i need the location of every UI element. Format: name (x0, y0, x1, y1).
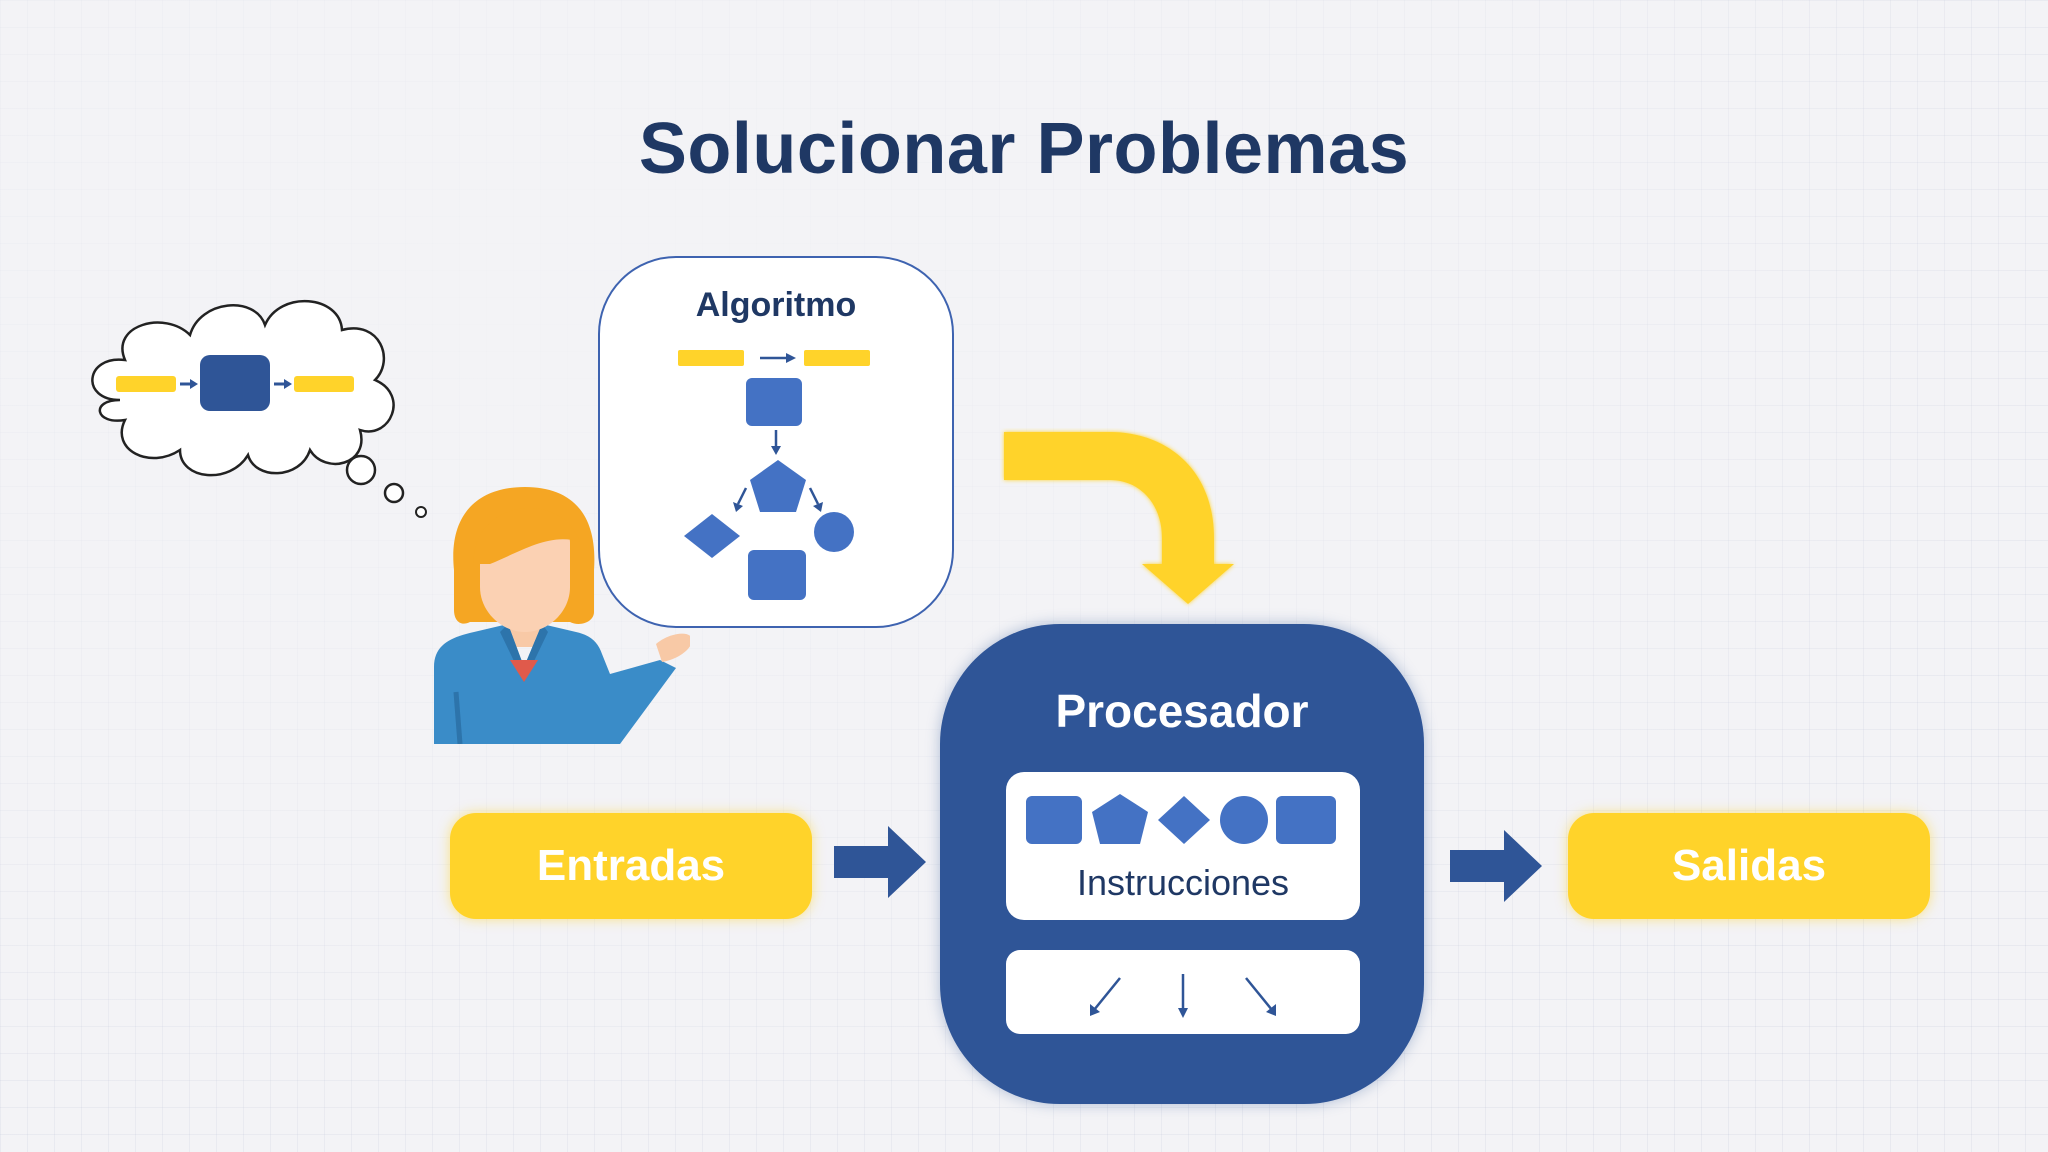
algorithm-flowchart (678, 350, 870, 600)
instructions-card: Instrucciones (1006, 772, 1360, 920)
curved-arrow-down-icon (1004, 432, 1234, 604)
instr-pentagon (1092, 794, 1148, 844)
algorithm-box: Algoritmo (598, 256, 954, 628)
execution-arrows-card (1006, 950, 1360, 1034)
instructions-label: Instrucciones (1076, 862, 1290, 903)
instruction-shapes (1026, 794, 1336, 844)
instr-circle (1220, 796, 1268, 844)
block-arrow-right-icon (1450, 830, 1542, 902)
inputs-pill: Entradas (450, 813, 812, 919)
page-title: Solucionar Problemas (638, 109, 1410, 189)
person-presenting-icon (434, 487, 690, 744)
algorithm-label: Algoritmo (695, 286, 857, 324)
cloud-flow-input-bar (116, 376, 176, 392)
flow-input-bar (678, 350, 744, 366)
flow-pentagon (750, 460, 806, 512)
arrow-down-right-icon (1245, 977, 1273, 1011)
instr-diamond (1158, 796, 1210, 844)
cloud-flow-process-box (200, 355, 270, 411)
flow-square-bottom (748, 550, 806, 600)
processor-box: Procesador Instrucciones (940, 624, 1424, 1104)
outputs-pill: Salidas (1568, 813, 1930, 919)
flow-square-top (746, 378, 802, 426)
instr-square-1 (1026, 796, 1082, 844)
flow-output-bar (804, 350, 870, 366)
flow-circle (814, 512, 854, 552)
block-arrow-right-icon (834, 826, 926, 898)
execution-arrows (1090, 974, 1276, 1018)
instr-square-2 (1276, 796, 1336, 844)
arrow-down-left-icon (1093, 977, 1121, 1011)
flow-diamond (684, 514, 740, 558)
processor-label: Procesador (1055, 685, 1309, 737)
cloud-flow-output-bar (294, 376, 354, 392)
thought-cloud-icon (91, 300, 427, 518)
